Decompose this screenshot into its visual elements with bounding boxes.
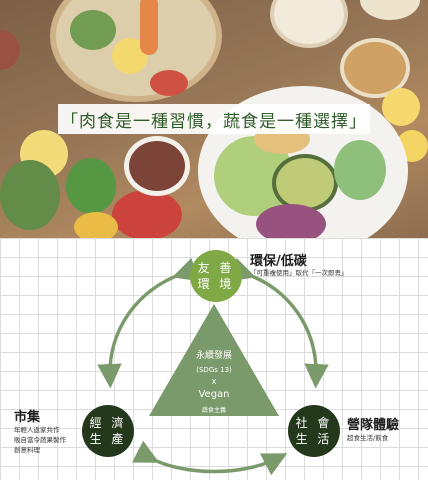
label-right-sub: 超食生活/飲食 bbox=[347, 434, 389, 442]
node-top-line1: 友 善 bbox=[197, 261, 235, 275]
red-pepper bbox=[112, 190, 182, 238]
label-left-title: 市集 bbox=[14, 410, 41, 425]
label-top-sub: 「可重複使用」取代「一次即丟」 bbox=[250, 269, 348, 277]
node-right-line1: 社 會 bbox=[295, 416, 333, 430]
node-left-line1: 經 濟 bbox=[89, 416, 127, 430]
arrow-bottom bbox=[131, 440, 288, 476]
cucumber bbox=[334, 140, 386, 200]
node-economic-production: 經 濟 生 產 bbox=[82, 405, 134, 457]
label-top-title: 環保/低碳 bbox=[250, 254, 307, 269]
label-left-sub3: 創意料理 bbox=[14, 446, 40, 454]
center-line2: (SDGs 13) bbox=[196, 366, 232, 374]
slogan-banner: 「肉食是一種習慣，蔬食是一種選擇」 bbox=[58, 104, 370, 134]
arrow-top-left bbox=[97, 257, 200, 389]
carrot bbox=[140, 0, 158, 55]
parsley bbox=[0, 160, 60, 230]
label-right-title: 營隊體驗 bbox=[347, 418, 400, 433]
node-right-line2: 生 活 bbox=[295, 432, 333, 446]
center-line3: X bbox=[211, 378, 217, 386]
red-bowl bbox=[0, 30, 20, 70]
broccoli bbox=[70, 10, 116, 50]
node-left-line2: 生 產 bbox=[89, 432, 127, 446]
node-top-line2: 環 境 bbox=[197, 277, 235, 291]
node-social-life: 社 會 生 活 bbox=[288, 405, 340, 457]
cashew-bowl bbox=[360, 0, 420, 20]
center-line4: Vegan bbox=[198, 389, 230, 400]
arrow-top-right bbox=[228, 257, 329, 389]
red-cabbage bbox=[256, 204, 326, 238]
tomato bbox=[150, 70, 188, 96]
yellow-pepper bbox=[74, 212, 118, 238]
food-photo: 「肉食是一種習慣，蔬食是一種選擇」 bbox=[0, 0, 428, 238]
node-friendly-environment: 友 善 環 境 bbox=[190, 250, 242, 302]
cycle-diagram bbox=[97, 257, 329, 476]
center-line5: 蔬食主義 bbox=[201, 407, 226, 414]
label-left-sub2: 販自當令蔬果製作 bbox=[14, 436, 66, 444]
green-pepper bbox=[66, 158, 116, 214]
label-left-sub1: 年輕人返家共作 bbox=[14, 426, 60, 434]
spice-bowl bbox=[124, 136, 190, 196]
center-line1: 永續發展 bbox=[195, 351, 232, 361]
lemon-right bbox=[382, 88, 420, 126]
slogan-text: 「肉食是一種習慣，蔬食是一種選擇」 bbox=[61, 111, 367, 132]
